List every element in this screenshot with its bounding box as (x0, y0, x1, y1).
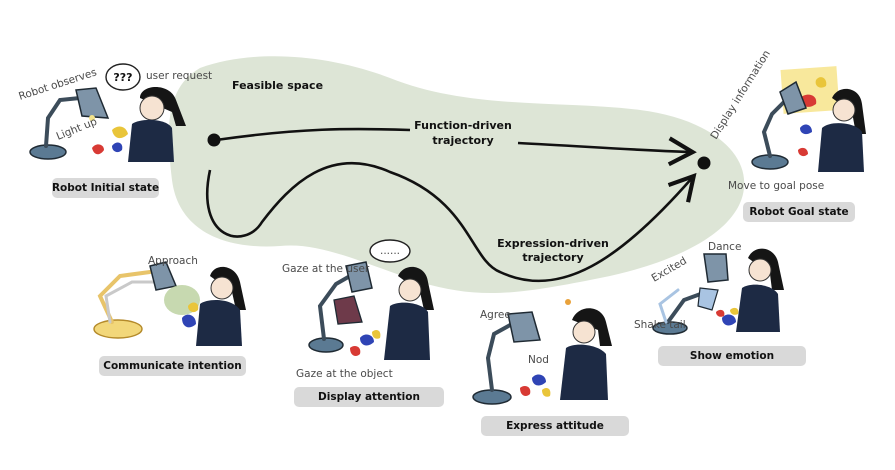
shake-tail-annotation: Shake tail (634, 319, 686, 331)
show-emotion-caption: Show emotion (658, 346, 806, 366)
show-emotion-illustration: Excited Dance Shake tail (634, 241, 784, 335)
express-attitude-illustration: Agree Nod (472, 299, 612, 405)
agree-annotation: Agree (480, 309, 511, 321)
initial-state-caption: Robot Initial state (52, 178, 159, 198)
nod-annotation: Nod (528, 354, 549, 366)
communicate-intention-caption: Communicate intention (99, 356, 246, 376)
function-trajectory-line (215, 127, 411, 142)
function-trajectory-line-end (517, 136, 697, 167)
expression-trajectory-line (206, 161, 697, 283)
goal-state-caption: Robot Goal state (743, 202, 855, 222)
move-to-goal-annotation: Move to goal pose (728, 180, 824, 192)
express-attitude-caption: Express attitude (481, 416, 629, 436)
function-trajectory-label-1: Function-driven (414, 119, 512, 132)
dance-annotation: Dance (708, 241, 741, 253)
start-state-dot (207, 133, 221, 147)
function-trajectory-label-2: trajectory (432, 134, 493, 147)
communicate-intention-illustration: Approach (93, 255, 246, 346)
goal-state-dot (697, 156, 711, 170)
display-information-annotation: Display information (708, 48, 773, 141)
approach-annotation: Approach (148, 255, 198, 267)
user-request-annotation: user request (146, 70, 212, 82)
bubble-question: ??? (113, 71, 132, 84)
expression-trajectory-label-2: trajectory (522, 251, 583, 264)
bubble-dots: ...... (380, 245, 400, 257)
feasible-space-region (168, 56, 745, 294)
feasible-space-label: Feasible space (232, 79, 323, 92)
display-attention-caption: Display attention (294, 387, 444, 407)
expression-trajectory-label-1: Expression-driven (497, 237, 609, 250)
gaze-object-annotation: Gaze at the object (296, 368, 393, 380)
light-up-annotation: Light up (55, 115, 100, 142)
gaze-user-annotation: Gaze at the user (282, 263, 370, 275)
display-attention-illustration: ...... Gaze at the user Gaze at the obje… (282, 239, 434, 380)
